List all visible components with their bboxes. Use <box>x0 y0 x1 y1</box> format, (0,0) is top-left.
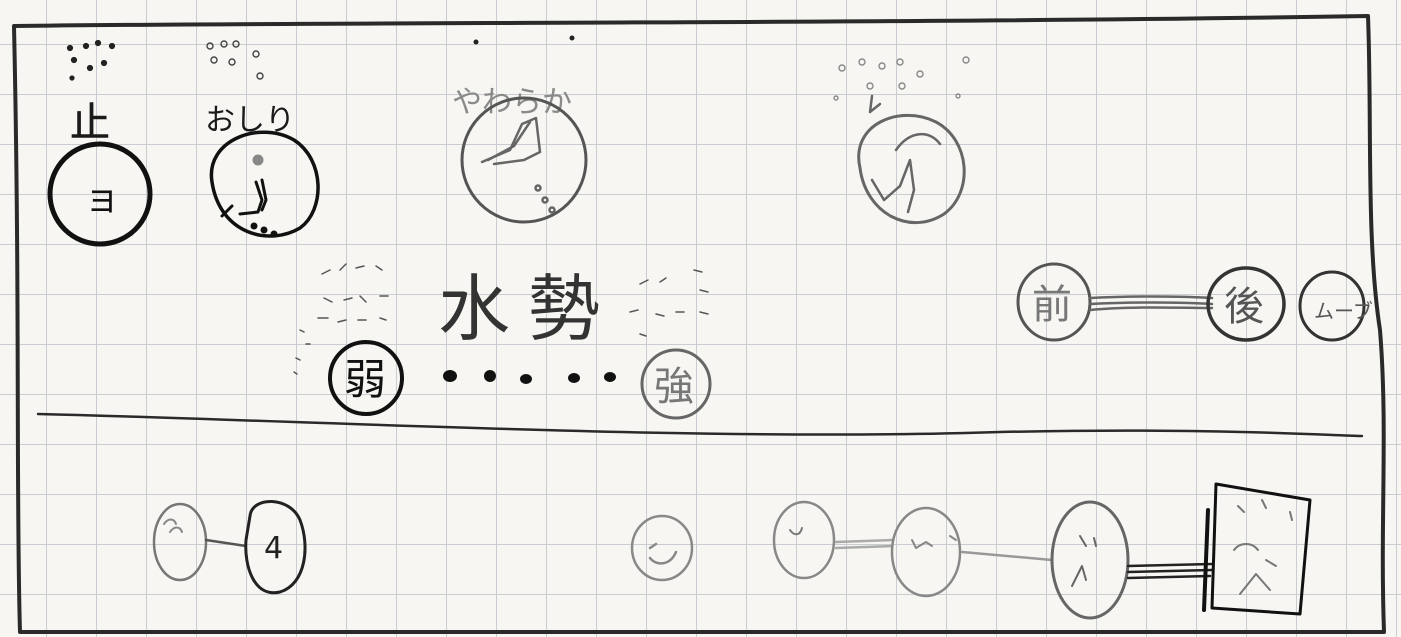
soft-wash-label: やわらか <box>452 85 572 120</box>
user-setting-small-button[interactable] <box>154 504 206 580</box>
stop-icon: ョ <box>84 178 120 219</box>
user-setting-label: 4 <box>264 531 283 566</box>
water-strength-title: 水勢 <box>438 267 618 351</box>
connector-line <box>962 552 1052 560</box>
person-icon <box>870 96 940 212</box>
spray-dots <box>68 41 115 81</box>
connector-line <box>836 540 892 548</box>
grey-button[interactable] <box>1052 502 1128 618</box>
grey-button[interactable] <box>774 502 834 578</box>
rear-wash-control[interactable]: おしり <box>205 41 318 236</box>
nozzle-position-control: 前 後 ムーブ <box>1018 264 1373 340</box>
position-back-label: 後 <box>1224 284 1264 330</box>
grey-button[interactable] <box>632 516 692 580</box>
stop-control[interactable]: 止 ョ <box>50 41 150 245</box>
smile-icon <box>790 528 802 534</box>
person-icon <box>222 156 276 236</box>
square-button-bar <box>1204 510 1208 610</box>
strength-level-dot[interactable] <box>568 373 580 383</box>
strength-level-dot[interactable] <box>604 372 616 382</box>
strength-level-dot[interactable] <box>443 370 457 382</box>
connector-line <box>1128 564 1212 578</box>
spray-dots <box>207 41 263 79</box>
position-front-label: 前 <box>1032 282 1072 328</box>
connector-line <box>206 540 246 546</box>
strength-weak-label: 弱 <box>344 355 386 404</box>
grey-button[interactable] <box>892 508 960 596</box>
smile-icon <box>650 544 676 563</box>
square-button[interactable] <box>1212 484 1310 614</box>
smile-icon <box>912 536 956 548</box>
water-strength-control: 水勢 弱 強 <box>294 264 710 418</box>
square-button-scribble <box>1234 500 1292 594</box>
strength-level-dot[interactable] <box>484 370 496 382</box>
position-move-label: ムーブ <box>1314 299 1373 323</box>
strength-level-dot[interactable] <box>520 374 532 384</box>
user-setting-control: 4 <box>154 501 305 592</box>
bottom-grey-button-1[interactable] <box>632 516 692 580</box>
strength-strong-label: 強 <box>654 364 694 410</box>
spray-dots <box>474 36 575 45</box>
stop-label: 止 <box>70 100 110 146</box>
spray-dots <box>834 57 969 100</box>
strength-level-dots[interactable] <box>443 370 616 384</box>
rear-wash-button[interactable] <box>211 132 318 236</box>
person-icon <box>482 118 555 213</box>
position-slider-track[interactable] <box>1090 297 1212 311</box>
bidet-control[interactable] <box>834 57 969 223</box>
bottom-grey-sequence <box>774 484 1310 618</box>
soft-wash-control[interactable]: やわらか <box>452 36 586 223</box>
smile-icon <box>1072 536 1096 586</box>
user-setting-scribble <box>164 520 182 533</box>
divider-line <box>38 414 1362 436</box>
